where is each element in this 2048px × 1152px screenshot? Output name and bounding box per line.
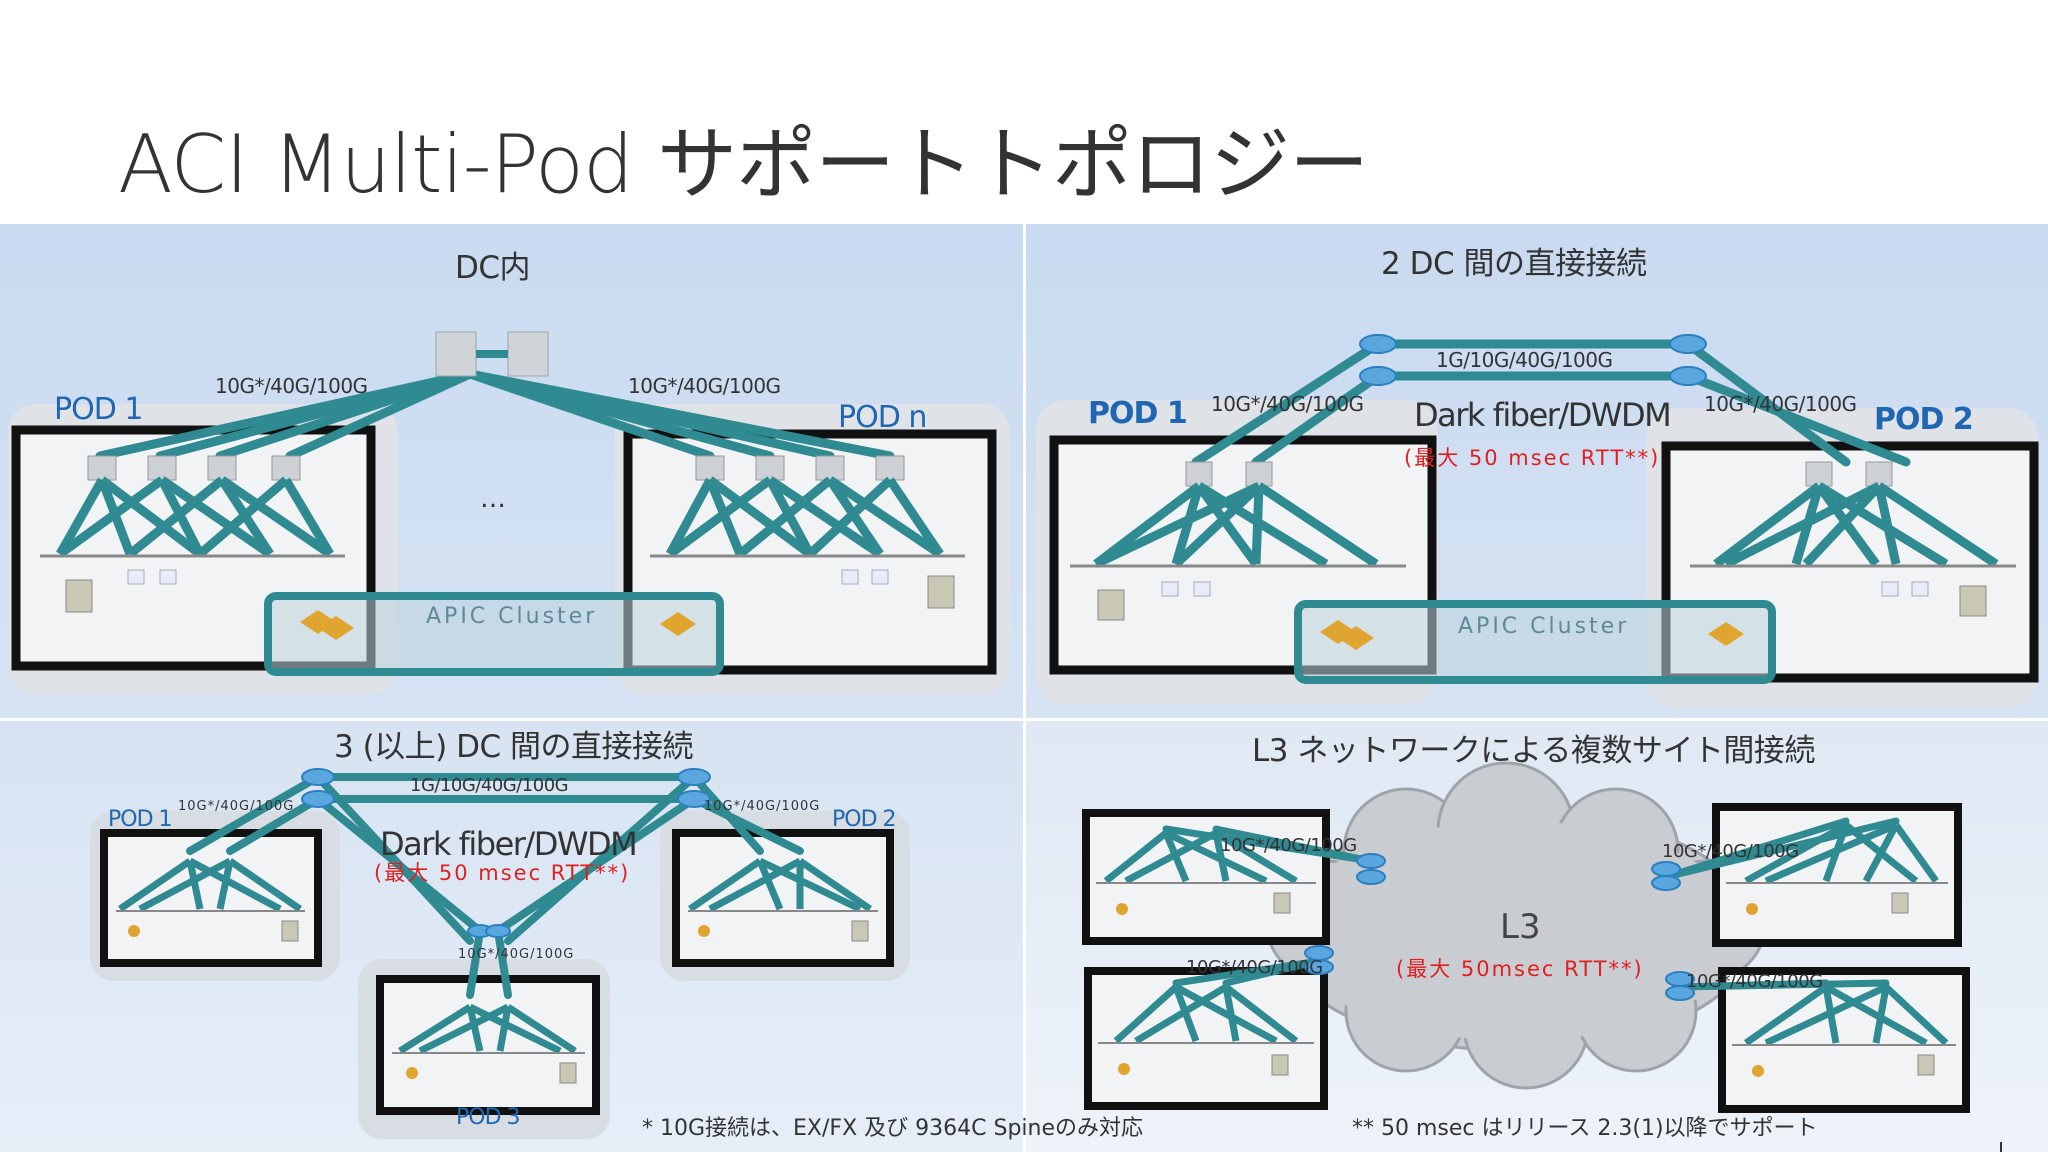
ipn-switch-right — [507, 331, 549, 377]
uplinks — [1162, 817, 1900, 991]
link-speed-bottom-right: 10G*/40G/100G — [1686, 971, 1823, 992]
footnote-10g: * 10G接続は、EX/FX 及び 9364C Spineのみ対応 — [642, 1116, 1143, 1141]
dark-fiber-links — [1191, 339, 1911, 467]
dark-fiber-links — [186, 773, 804, 999]
diagram-three-dc — [90, 768, 910, 1139]
link-speed-left: 10G*/40G/100G — [1211, 392, 1364, 416]
panel-title: L3 ネットワークによる複数サイト間接続 — [1252, 733, 1815, 769]
link-speed-top: 1G/10G/40G/100G — [1436, 348, 1613, 372]
slide-title: ACI Multi-Pod サポートトポロジー — [118, 118, 1369, 211]
ipn-routers — [301, 768, 711, 938]
pod1-fabric — [1070, 461, 1406, 621]
apic-controllers — [300, 610, 696, 640]
ipn-switch-left — [435, 331, 477, 377]
pod-label-right: POD 2 — [1874, 402, 1974, 437]
link-speed-top-right: 10G*/40G/100G — [1662, 841, 1799, 862]
ellipsis: … — [480, 484, 506, 514]
cloud-label: L3 — [1500, 907, 1541, 947]
apic-controllers — [1320, 620, 1744, 650]
pod-label-left: POD 1 — [54, 392, 143, 427]
site-frame-bottom-left — [1084, 967, 1328, 1110]
pod-label-1: POD 1 — [108, 807, 173, 832]
l3-cloud-core — [1286, 821, 1746, 1041]
diagram-two-dc — [1036, 334, 2039, 708]
link-speed-bottom: 10G*/40G/100G — [458, 947, 575, 962]
pod-label-left: POD 1 — [1088, 396, 1188, 431]
pod1-fabric — [40, 455, 345, 613]
link-speed-right: 10G*/40G/100G — [628, 374, 781, 398]
panel-title: 2 DC 間の直接接続 — [1381, 246, 1647, 282]
diagram-dc-internal — [8, 331, 1010, 694]
panel-title: 3 (以上) DC 間の直接接続 — [334, 729, 694, 765]
site-fabrics — [1103, 821, 1949, 1047]
link-speed-bottom-left: 10G*/40G/100G — [1186, 957, 1323, 978]
link-speed-right: 10G*/40G/100G — [1704, 392, 1857, 416]
apic-cluster-label: APIC Cluster — [426, 604, 598, 629]
apic-cluster-box — [264, 592, 724, 676]
pod-fabrics — [118, 857, 872, 1055]
pod2-fabric — [1690, 461, 2016, 617]
pod-label-right: POD n — [838, 400, 927, 435]
link-speed-top-left: 10G*/40G/100G — [1220, 835, 1357, 856]
panel-two-dc: 2 DC 間の直接接続 1G/10G/40G/100G 10G*/40G/100… — [1026, 224, 2048, 718]
l3-routers — [1304, 853, 1695, 1001]
rtt-note: (最大 50 msec RTT**) — [1404, 446, 1661, 470]
panel-dc-internal: DC内 10G*/40G/100G 10G*/40G/100G POD 1 PO… — [0, 224, 1023, 718]
diagram-l3-network — [1082, 761, 1970, 1113]
pod-label-2: POD 2 — [832, 807, 897, 832]
interpod-links — [95, 369, 895, 461]
pod-label-3: POD 3 — [456, 1105, 521, 1130]
panel-title: DC内 — [455, 250, 531, 286]
podn-fabric — [650, 455, 965, 609]
corner-mark — [2000, 1142, 2002, 1152]
dark-fiber-label: Dark fiber/DWDM — [1414, 396, 1672, 434]
apic-cluster-box — [1294, 600, 1776, 684]
footnote-rtt: ** 50 msec はリリース 2.3(1)以降でサポート — [1352, 1116, 1818, 1141]
apic-cluster-label: APIC Cluster — [1458, 614, 1630, 639]
rtt-note: (最大 50 msec RTT**) — [374, 861, 631, 885]
link-speed-left: 10G*/40G/100G — [178, 799, 295, 814]
ipn-interlink — [476, 350, 508, 358]
link-speed-top: 1G/10G/40G/100G — [410, 775, 569, 796]
ipn-routers — [1359, 334, 1707, 386]
dark-fiber-label: Dark fiber/DWDM — [380, 825, 638, 863]
panel-l3-network: L3 ネットワークによる複数サイト間接続 L3 (最大 50msec RTT**… — [1026, 721, 2048, 1152]
rtt-note: (最大 50msec RTT**) — [1396, 957, 1644, 981]
link-speed-right: 10G*/40G/100G — [704, 799, 821, 814]
link-speed-left: 10G*/40G/100G — [215, 374, 368, 398]
panel-three-dc: 3 (以上) DC 間の直接接続 1G/10G/40G/100G 10G*/40… — [0, 721, 1023, 1152]
